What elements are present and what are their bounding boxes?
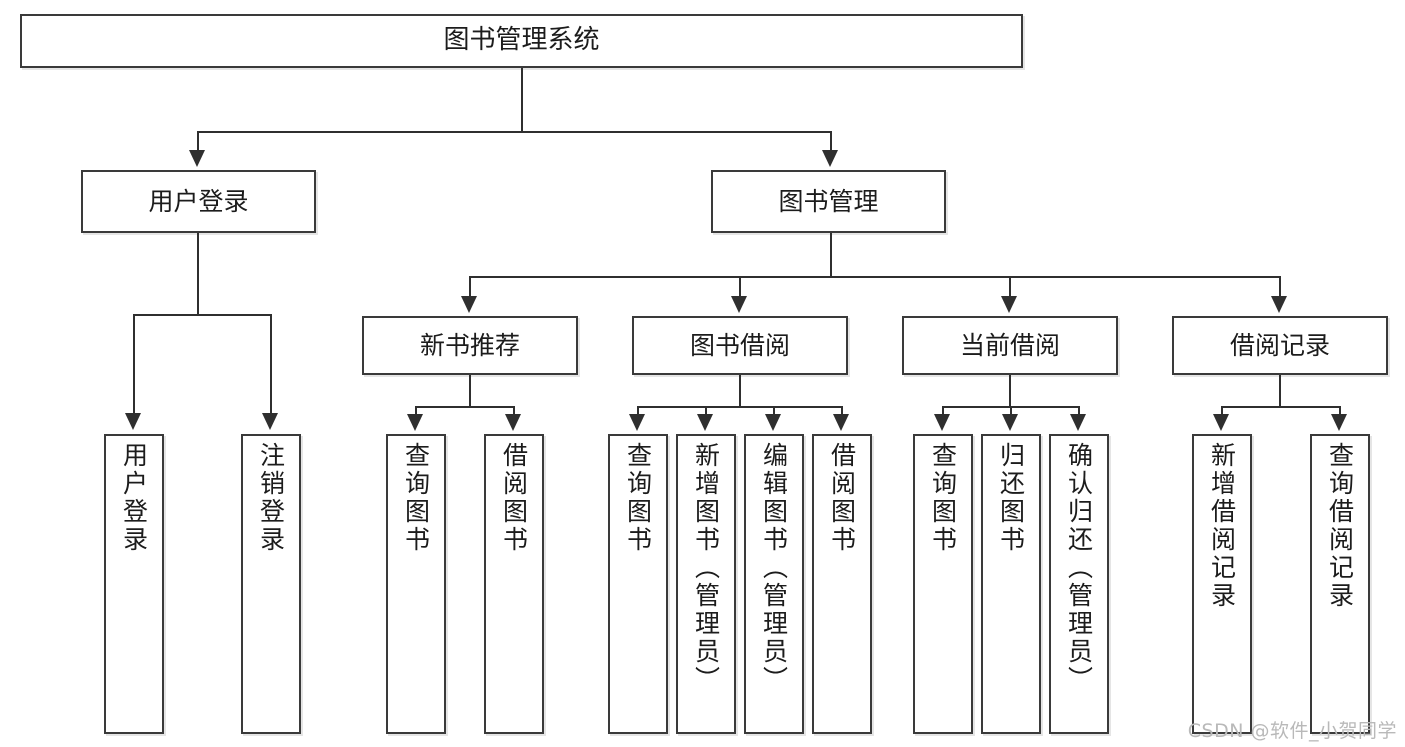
arrow-to-leaf-return-books <box>1002 414 1018 431</box>
node-label: 当前借阅 <box>959 330 1060 360</box>
arrow-to-leaf-add-borrow-record <box>1213 414 1229 431</box>
connector-root-stem <box>521 68 523 132</box>
leaf-query-books-recommendation[interactable]: 查询图书 <box>386 434 446 734</box>
leaf-label: 借阅图书 <box>827 442 857 554</box>
leaf-label: 新增图书（管理员） <box>691 442 721 694</box>
leaf-query-books-borrowing[interactable]: 查询图书 <box>608 434 668 734</box>
leaf-label: 用户登录 <box>119 442 149 554</box>
arrow-to-leaf-query-books-borrowing <box>629 414 645 431</box>
leaf-borrow-books[interactable]: 借阅图书 <box>812 434 872 734</box>
connector-cb-stem <box>1009 375 1011 407</box>
arrow-to-leaf-add-book-admin <box>697 414 713 431</box>
node-root-book-management-system[interactable]: 图书管理系统 <box>20 14 1023 68</box>
connector-cb-drop-3 <box>1078 406 1080 415</box>
connector-bm-drop-4 <box>1279 276 1281 297</box>
arrow-to-leaf-edit-book-admin <box>765 414 781 431</box>
arrow-to-leaf-borrow-books <box>833 414 849 431</box>
connector-nbr-bus <box>415 406 514 408</box>
leaf-edit-book-admin[interactable]: 编辑图书（管理员） <box>744 434 804 734</box>
connector-bb-stem <box>739 375 741 407</box>
leaf-label: 查询图书 <box>623 442 653 554</box>
arrow-to-book-management <box>822 150 838 167</box>
node-current-borrowing[interactable]: 当前借阅 <box>902 316 1118 375</box>
leaf-label: 归还图书 <box>996 442 1026 554</box>
node-label: 新书推荐 <box>419 330 520 360</box>
connector-nbr-stem <box>469 375 471 407</box>
leaf-logout[interactable]: 注销登录 <box>241 434 301 734</box>
connector-book-management-bus <box>469 276 1281 278</box>
node-new-book-recommendation[interactable]: 新书推荐 <box>362 316 578 375</box>
arrow-to-leaf-query-books-current <box>934 414 950 431</box>
connector-user-login-bus <box>133 314 270 316</box>
node-book-borrowing[interactable]: 图书借阅 <box>632 316 848 375</box>
connector-bb-drop-4 <box>841 406 843 415</box>
arrow-to-user-login <box>189 150 205 167</box>
leaf-add-borrow-record[interactable]: 新增借阅记录 <box>1192 434 1252 734</box>
leaf-label: 编辑图书（管理员） <box>759 442 789 694</box>
leaf-label: 查询图书 <box>401 442 431 554</box>
arrow-to-leaf-query-borrow-record <box>1331 414 1347 431</box>
arrow-to-borrowing-records <box>1271 296 1287 313</box>
connector-nbr-drop-2 <box>513 406 515 415</box>
connector-br-bus <box>1221 406 1340 408</box>
arrow-to-leaf-query-books-recommendation <box>407 414 423 431</box>
connector-cb-drop-1 <box>942 406 944 415</box>
leaf-label: 查询借阅记录 <box>1325 442 1355 610</box>
connector-user-login-drop-1 <box>133 314 135 414</box>
connector-root-to-user-login <box>197 131 199 151</box>
leaf-add-book-admin[interactable]: 新增图书（管理员） <box>676 434 736 734</box>
arrow-to-new-book-recommendation <box>461 296 477 313</box>
arrow-to-leaf-user-login <box>125 413 141 430</box>
node-label: 用户登录 <box>148 186 249 216</box>
connector-bb-drop-2 <box>705 406 707 415</box>
connector-bb-bus <box>637 406 842 408</box>
arrow-to-leaf-logout <box>262 413 278 430</box>
connector-br-stem <box>1279 375 1281 407</box>
leaf-label: 确认归还（管理员） <box>1064 442 1094 694</box>
leaf-label: 注销登录 <box>256 442 286 554</box>
leaf-label: 借阅图书 <box>499 442 529 554</box>
arrow-to-leaf-confirm-return-admin <box>1070 414 1086 431</box>
leaf-query-books-current[interactable]: 查询图书 <box>913 434 973 734</box>
arrow-to-current-borrowing <box>1001 296 1017 313</box>
node-borrowing-records[interactable]: 借阅记录 <box>1172 316 1388 375</box>
connector-book-management-stem <box>830 233 832 277</box>
node-label: 图书管理系统 <box>443 25 600 56</box>
node-label: 图书借阅 <box>689 330 790 360</box>
connector-br-drop-1 <box>1221 406 1223 415</box>
leaf-label: 查询图书 <box>928 442 958 554</box>
connector-bm-drop-2 <box>739 276 741 297</box>
connector-root-bus <box>197 131 831 133</box>
arrow-to-leaf-borrow-books-recommendation <box>505 414 521 431</box>
connector-nbr-drop-1 <box>415 406 417 415</box>
connector-bm-drop-1 <box>469 276 471 297</box>
connector-cb-drop-2 <box>1010 406 1012 415</box>
connector-bb-drop-1 <box>637 406 639 415</box>
node-book-management[interactable]: 图书管理 <box>711 170 946 233</box>
leaf-user-login[interactable]: 用户登录 <box>104 434 164 734</box>
connector-br-drop-2 <box>1339 406 1341 415</box>
node-label: 借阅记录 <box>1229 330 1330 360</box>
connector-root-to-book-management <box>830 131 832 151</box>
connector-user-login-stem <box>197 233 199 315</box>
leaf-borrow-books-recommendation[interactable]: 借阅图书 <box>484 434 544 734</box>
node-user-login[interactable]: 用户登录 <box>81 170 316 233</box>
leaf-return-books[interactable]: 归还图书 <box>981 434 1041 734</box>
arrow-to-book-borrowing <box>731 296 747 313</box>
leaf-confirm-return-admin[interactable]: 确认归还（管理员） <box>1049 434 1109 734</box>
leaf-query-borrow-record[interactable]: 查询借阅记录 <box>1310 434 1370 734</box>
leaf-label: 新增借阅记录 <box>1207 442 1237 610</box>
connector-user-login-drop-2 <box>270 314 272 414</box>
connector-bm-drop-3 <box>1009 276 1011 297</box>
node-label: 图书管理 <box>778 186 879 216</box>
connector-bb-drop-3 <box>773 406 775 415</box>
csdn-watermark: CSDN @软件_小贺同学 <box>1187 720 1397 742</box>
